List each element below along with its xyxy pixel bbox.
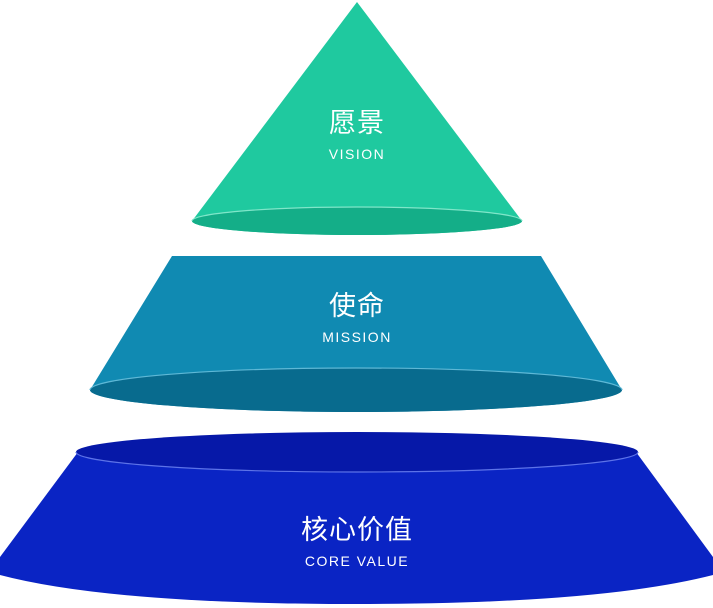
mission-rim — [89, 367, 623, 391]
mission-subtitle: MISSION — [322, 329, 392, 345]
mission-base — [90, 368, 622, 412]
vision-tier — [191, 2, 523, 235]
mission-tier — [89, 256, 623, 412]
vision-base — [192, 207, 522, 235]
mission-label: 使命 MISSION — [257, 284, 457, 345]
vision-title: 愿景 — [329, 108, 385, 139]
core-title: 核心价值 — [301, 515, 413, 546]
core-frustum — [0, 452, 713, 604]
vision-rim — [191, 206, 523, 222]
core-subtitle: CORE VALUE — [304, 553, 410, 569]
vision-subtitle: VISION — [328, 146, 386, 162]
vision-cone — [192, 2, 522, 235]
mission-title: 使命 — [329, 291, 385, 322]
core-top — [76, 432, 638, 472]
vision-label: 愿景 VISION — [257, 101, 457, 162]
core-rim — [75, 451, 639, 473]
core-label: 核心价值 CORE VALUE — [207, 508, 507, 569]
core-tier — [0, 432, 713, 604]
